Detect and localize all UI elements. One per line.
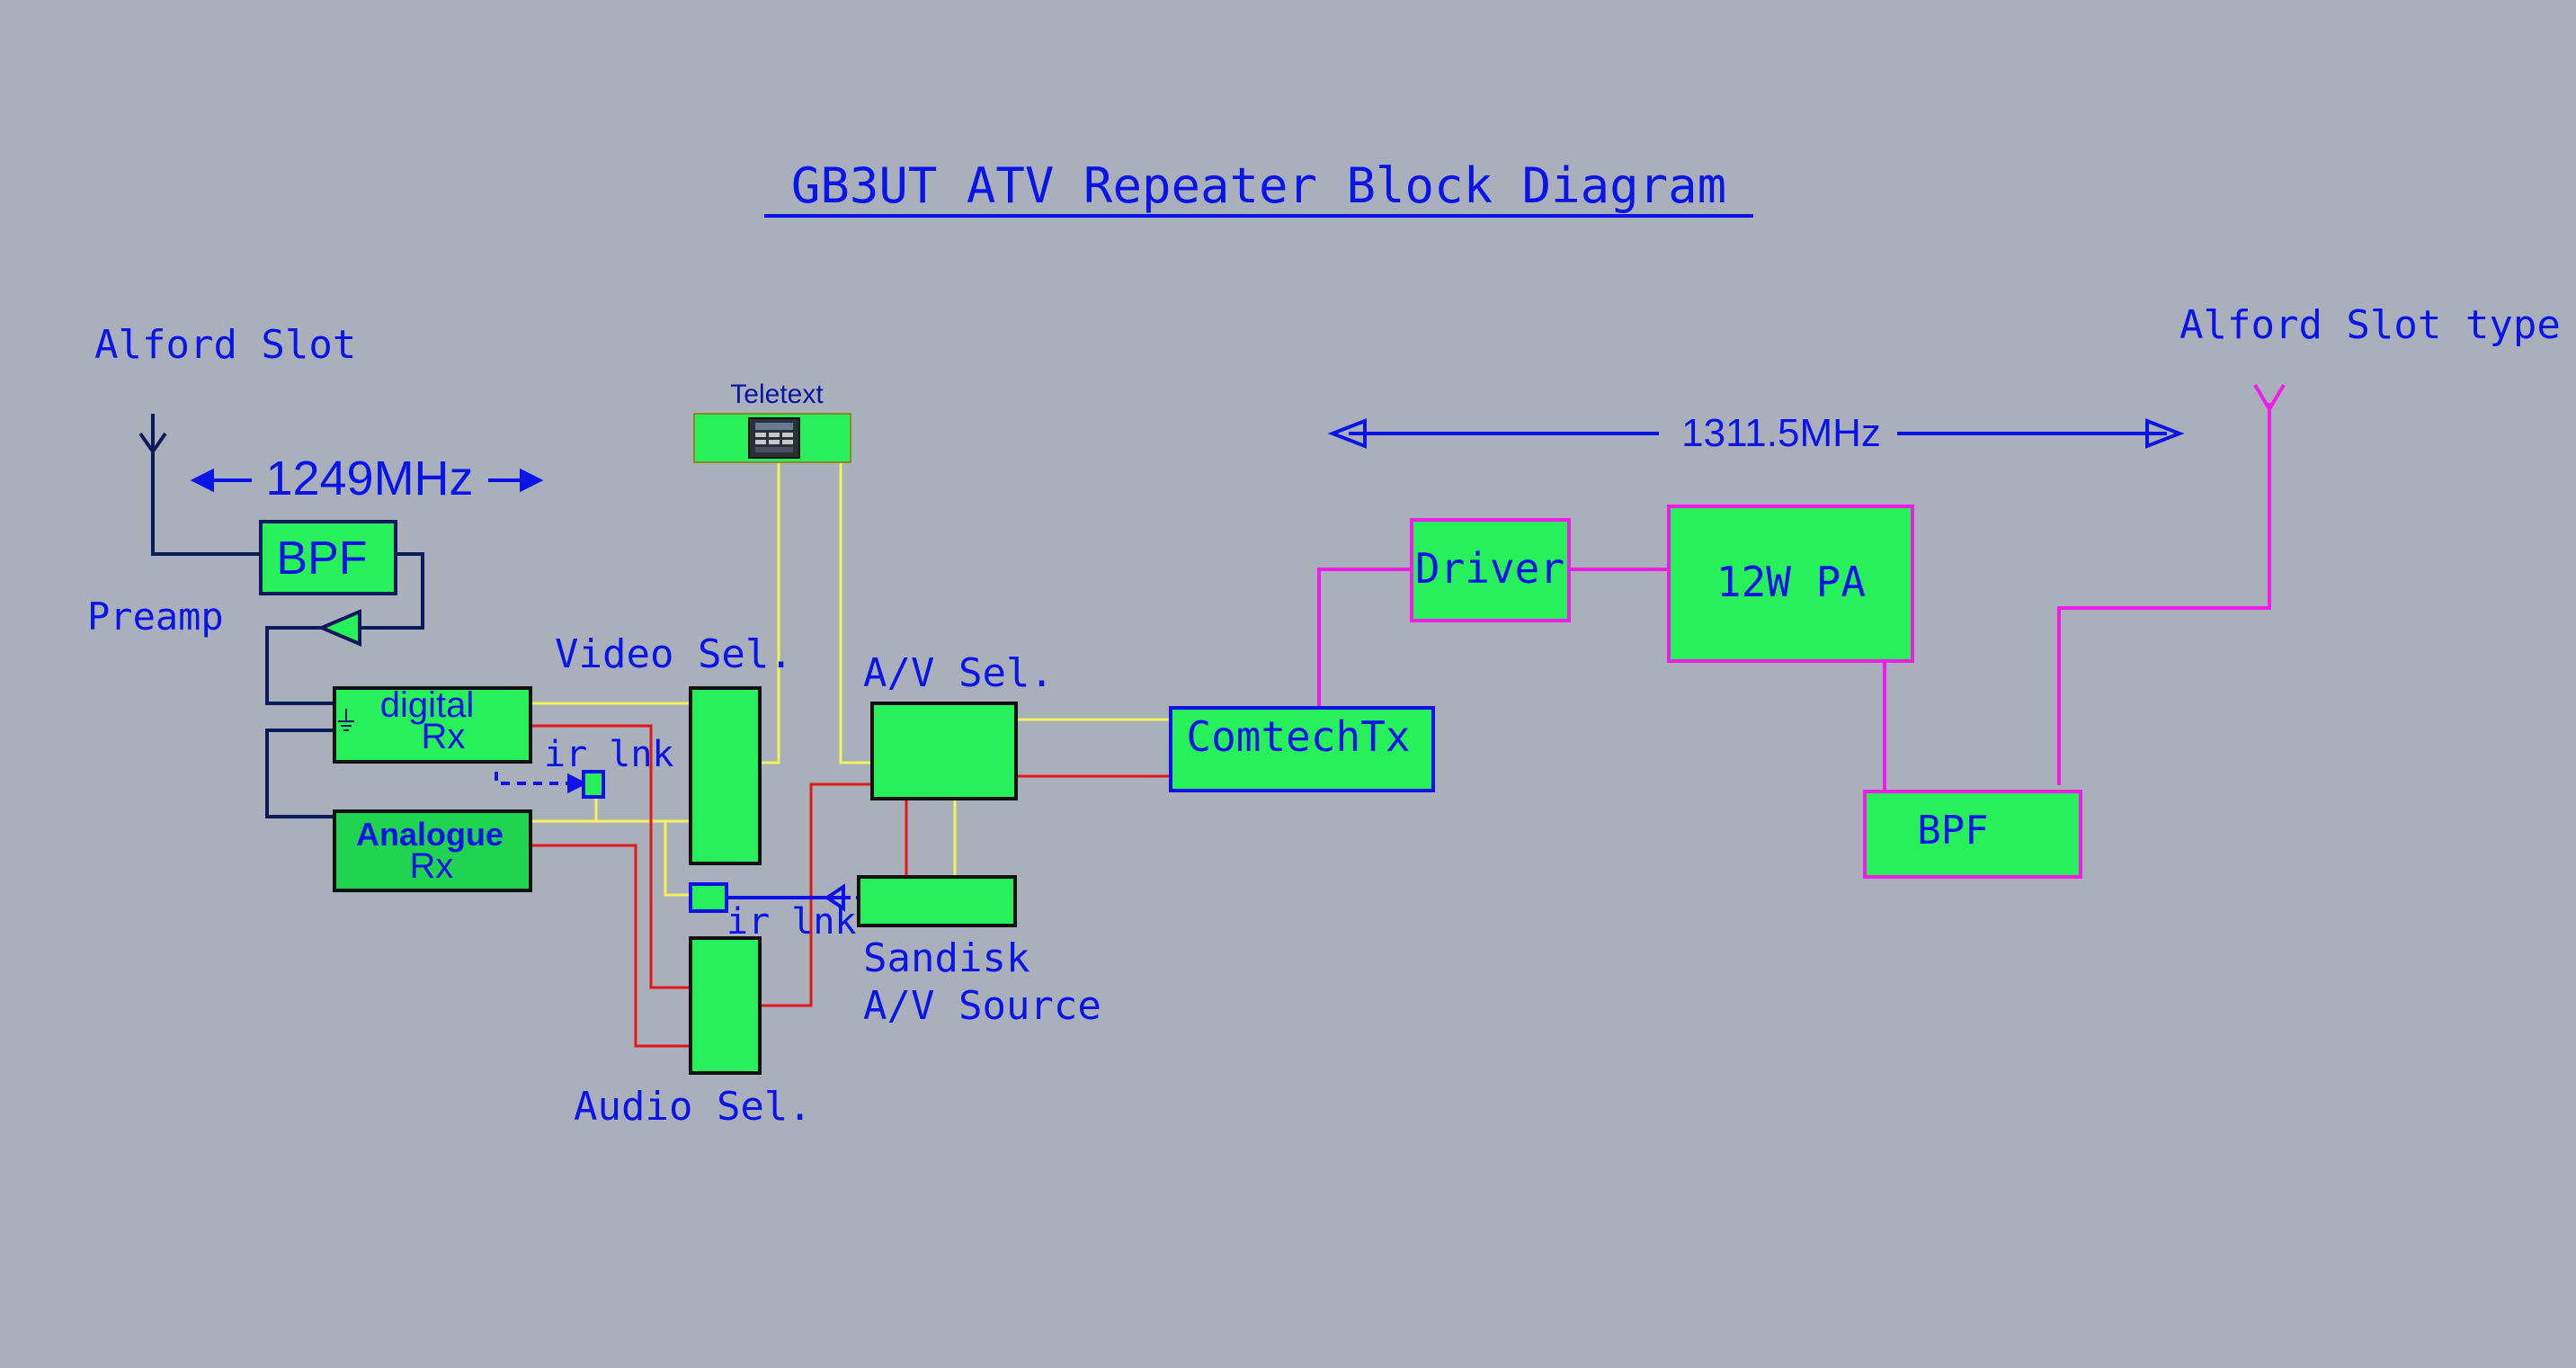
transmit-antenna-icon (2253, 383, 2286, 413)
receive-antenna-icon (138, 432, 167, 455)
video-selector-box (689, 686, 762, 865)
video-selector-label: Video Sel. (555, 631, 793, 677)
audio-selector-label: Audio Sel. (574, 1084, 812, 1130)
power-amplifier-label: 12W PA (1716, 558, 1866, 606)
transmit-rf-path (1317, 403, 2271, 791)
video-signal-lines (530, 463, 1171, 897)
tx-frequency-label: 1311.5MHz (1681, 411, 1881, 455)
power-amplifier-box: 12W PA (1667, 505, 1914, 663)
digital-rx-box: digital Rx (333, 685, 532, 764)
ir-link-label-2: ir lnk (726, 901, 857, 943)
av-selector-box (870, 702, 1018, 800)
rx-bpf-label: BPF (276, 532, 367, 585)
rx-frequency-arrow (190, 468, 544, 493)
preamp-triangle-icon (316, 608, 361, 648)
ir-link-receiver-2 (689, 882, 728, 913)
tx-bpf-box: BPF (1863, 790, 2082, 879)
tx-bpf-label: BPF (1917, 808, 1988, 854)
teletext-box (693, 413, 851, 463)
receive-rf-path (151, 414, 424, 818)
comtech-tx-box: ComtechTx (1169, 706, 1435, 792)
teletext-label: Teletext (730, 380, 824, 409)
digital-rx-label-line1: digital (380, 685, 475, 725)
ir-link-label-1: ir lnk (544, 734, 674, 775)
driver-box: Driver (1410, 518, 1571, 622)
audio-selector-box (689, 936, 762, 1075)
teletext-screen-icon (748, 417, 800, 459)
preamp-label: Preamp (87, 595, 224, 639)
rx-frequency-label: 1249MHz (265, 452, 473, 505)
av-selector-label: A/V Sel. (863, 650, 1054, 696)
ground-symbol-icon (338, 709, 354, 731)
sandisk-label-line2: A/V Source (863, 983, 1101, 1029)
diagram-title: GB3UT ATV Repeater Block Diagram (791, 157, 1726, 214)
tx-frequency-arrow (1327, 418, 2185, 449)
tx-antenna-label: Alford Slot type (2179, 302, 2561, 348)
analogue-rx-box: Analogue Rx (333, 809, 532, 892)
audio-signal-lines (530, 724, 1171, 1048)
digital-rx-label-line2: Rx (422, 717, 466, 756)
comtech-tx-label: ComtechTx (1186, 712, 1410, 761)
analogue-rx-label-line2: Rx (410, 846, 454, 886)
ir-link-receiver-1 (582, 770, 605, 799)
analogue-rx-label-line1: Analogue (356, 816, 504, 853)
driver-label: Driver (1415, 544, 1564, 593)
sandisk-label-line1: Sandisk (863, 935, 1030, 981)
ir-link-lines (495, 772, 859, 912)
sandisk-source-box (857, 875, 1017, 927)
rx-bpf-box: BPF (259, 520, 397, 595)
rx-antenna-label: Alford Slot (94, 322, 356, 368)
